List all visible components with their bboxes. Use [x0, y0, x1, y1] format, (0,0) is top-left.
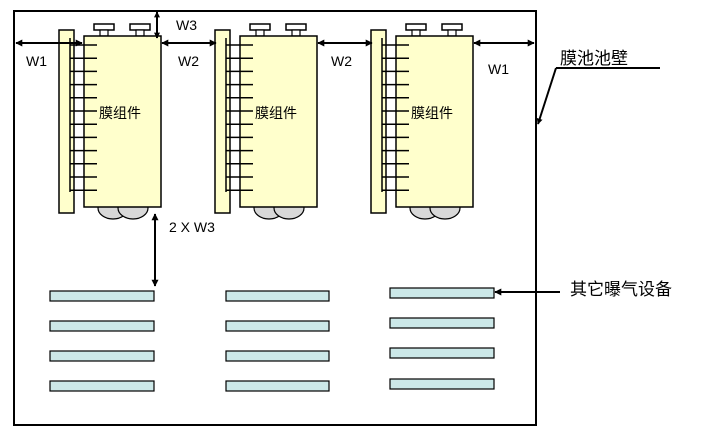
- module-label: 膜组件: [99, 105, 141, 121]
- aerator-bar: [49, 290, 155, 302]
- pipe-neck: [255, 29, 265, 37]
- gap-label: 2 X W3: [169, 219, 215, 235]
- aeration-bars: [49, 287, 495, 392]
- aerator-bar: [389, 347, 495, 359]
- membrane-module: 膜组件: [58, 23, 162, 220]
- module-body: [239, 35, 318, 208]
- aeration-label: 其它曝气设备: [570, 280, 672, 299]
- w1-right-label: W1: [488, 61, 509, 77]
- module-body: [83, 35, 162, 208]
- w3-label: W3: [176, 17, 197, 33]
- pipe-neck: [291, 29, 301, 37]
- pipe-neck: [135, 29, 145, 37]
- tank-wall-label: 膜池池壁: [560, 49, 628, 68]
- pipe-neck: [447, 29, 457, 37]
- module-label: 膜组件: [411, 105, 453, 121]
- aerator-bar: [49, 380, 155, 392]
- pipe-cap: [405, 23, 427, 31]
- module-label: 膜组件: [255, 105, 297, 121]
- aerator-bar: [49, 320, 155, 332]
- membrane-module: 膜组件: [214, 23, 318, 220]
- aerator-bar: [389, 287, 495, 299]
- aerator-bar: [225, 320, 330, 332]
- membrane-modules: 膜组件 膜组件 膜组件: [58, 23, 474, 220]
- pipe-neck: [99, 29, 109, 37]
- aerator-bar: [389, 317, 495, 329]
- aerator-bar: [225, 380, 330, 392]
- aerator-bar: [49, 350, 155, 362]
- pipe-cap: [93, 23, 115, 31]
- w2-left-label: W2: [178, 53, 199, 69]
- pipe-cap: [129, 23, 151, 31]
- tank-wall-pointer: [536, 67, 557, 125]
- aerator-bar: [225, 290, 330, 302]
- membrane-module: 膜组件: [370, 23, 474, 220]
- pipe-neck: [411, 29, 421, 37]
- pipe-cap: [249, 23, 271, 31]
- aerator-bar: [389, 378, 495, 390]
- dimension-arrows: [15, 11, 660, 296]
- module-body: [395, 35, 474, 208]
- labels: W1 W2 W2 W1 W3 2 X W3 膜池池壁 其它曝气设备: [26, 17, 672, 299]
- tank-wall: [13, 10, 537, 426]
- pipe-cap: [285, 23, 307, 31]
- w2-right-label: W2: [331, 53, 352, 69]
- pipe-cap: [441, 23, 463, 31]
- aerator-bar: [225, 350, 330, 362]
- w1-left-label: W1: [26, 53, 47, 69]
